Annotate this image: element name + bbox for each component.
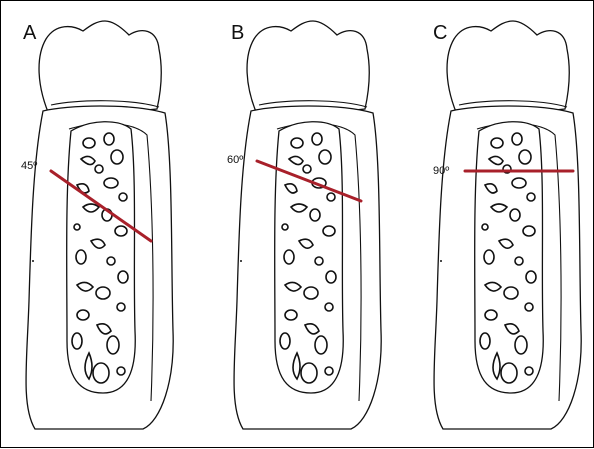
tooth-cross-section-b: [234, 21, 381, 429]
panel-c: [434, 21, 581, 429]
panel-letter-b: B: [231, 22, 244, 44]
panel-letter-a: A: [23, 22, 37, 44]
angle-label-c: 90º: [433, 165, 449, 177]
panel-b: [234, 21, 381, 429]
panel-letter-c: C: [433, 22, 447, 44]
angle-label-b: 60º: [227, 154, 243, 166]
tooth-cross-section-a: [26, 21, 173, 429]
tooth-cross-section-c: [434, 21, 581, 429]
angle-label-a: 45º: [21, 160, 37, 172]
panel-a: [26, 21, 173, 429]
